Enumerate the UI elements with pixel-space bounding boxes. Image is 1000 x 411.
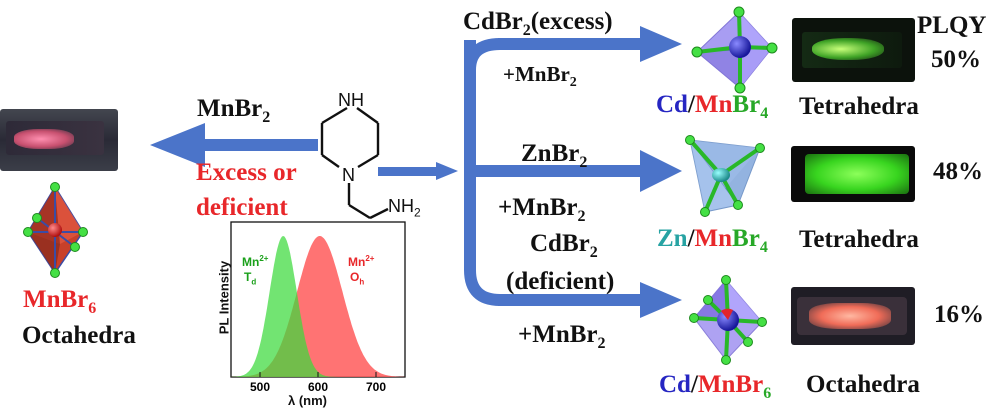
bottom-reagent-line2: (deficient) <box>506 268 615 295</box>
left-crystal-photo <box>0 109 118 171</box>
top-crystal-photo <box>792 18 915 82</box>
series-td-label-line1: Mn2+ <box>242 254 269 269</box>
left-reagent: MnBr2 <box>197 95 271 126</box>
amine-nh-label: NH <box>338 90 364 110</box>
series-area-0 <box>231 236 405 377</box>
middle-second-reagent: +MnBr2 <box>498 194 586 225</box>
bottom-reagent: CdBr2 <box>530 230 598 261</box>
top-plqy-value: 50% <box>931 46 981 73</box>
branch-arrow-bottom <box>498 282 682 318</box>
left-product-shape: Octahedra <box>22 322 136 349</box>
middle-product-formula: Zn/MnBr4 <box>657 225 768 256</box>
x-tick-label-1: 600 <box>308 380 328 394</box>
amine-n-label: N <box>342 165 355 185</box>
series-td-label-line2: Td <box>244 270 257 287</box>
mnbr6-octahedron <box>23 182 88 278</box>
middle-reagent: ZnBr2 <box>521 140 588 171</box>
top-second-reagent: +MnBr2 <box>503 62 577 91</box>
bottom-product-formula: Cd/MnBr6 <box>659 371 772 402</box>
branch-arrow-top <box>498 26 682 62</box>
middle-crystal-photo <box>791 146 915 202</box>
bottom-plqy-value: 16% <box>934 301 984 328</box>
bottom-crystal-photo <box>791 287 915 345</box>
connector-head <box>436 162 458 180</box>
middle-product-shape: Tetrahedra <box>799 226 919 253</box>
left-product-formula: MnBr6 <box>23 286 97 317</box>
pl-spectrum-chart: 500 600 700 <box>230 221 406 394</box>
bottom-second-reagent: +MnBr2 <box>518 321 606 352</box>
left-condition-line1: Excess or <box>196 159 297 186</box>
left-arrow <box>150 123 318 167</box>
x-tick-label-0: 500 <box>250 380 270 394</box>
branch-arrow-middle <box>464 150 682 192</box>
top-product-shape: Tetrahedra <box>799 93 919 120</box>
series-oh-label-line1: Mn2+ <box>348 254 375 269</box>
cd-mnbr6-octahedron <box>689 275 767 365</box>
amine-nh2-label: NH2 <box>388 196 421 220</box>
middle-plqy-value: 48% <box>933 158 983 185</box>
chart-ylabel: PL Intensity <box>216 260 232 335</box>
aminoethylpiperazine-structure <box>320 106 389 220</box>
top-product-formula: Cd/MnBr4 <box>656 91 769 122</box>
zn-mnbr4-tetrahedron <box>685 135 765 217</box>
bottom-product-shape: Octahedra <box>806 371 920 398</box>
fork-top-curve <box>464 38 501 71</box>
chart-xlabel: λ (nm) <box>288 393 327 408</box>
amine-connector <box>378 167 438 176</box>
top-reagent: CdBr2(excess) <box>463 8 613 39</box>
series-oh-label-line2: Oh <box>350 270 365 287</box>
x-tick-label-2: 700 <box>366 380 386 394</box>
mn-atom <box>48 223 62 237</box>
fork-trunk <box>464 40 501 306</box>
left-condition-line2: deficient <box>196 194 288 221</box>
plqy-header: PLQY <box>917 12 987 39</box>
series-area-1 <box>231 236 405 377</box>
cd-mnbr4-tetrahedron <box>691 6 778 94</box>
